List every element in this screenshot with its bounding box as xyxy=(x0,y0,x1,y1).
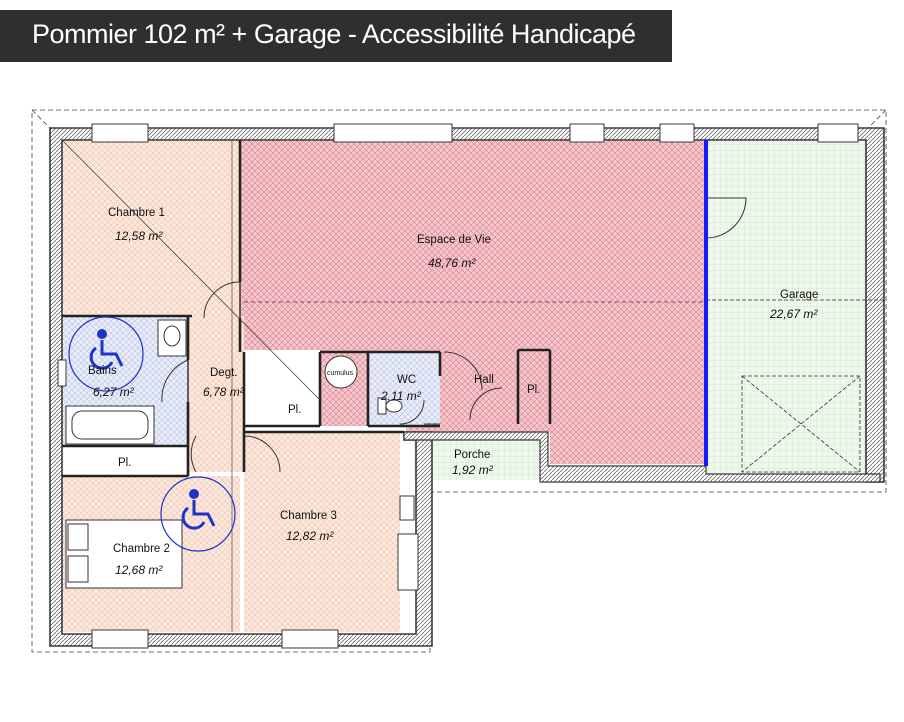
room-area-degt: 6,78 m² xyxy=(203,385,245,399)
washbasin xyxy=(157,319,187,357)
page-title: Pommier 102 m² + Garage - Accessibilité … xyxy=(32,19,636,49)
garage-door-outline xyxy=(706,299,884,473)
toilet xyxy=(377,397,403,415)
room-degt-floor xyxy=(188,316,244,472)
wheelchair-accessibility-icon xyxy=(160,476,236,552)
room-label-bains: Bains xyxy=(88,365,117,377)
room-label-hall: Hall xyxy=(474,374,494,386)
room-area-chambre1: 12,58 m² xyxy=(115,229,163,243)
placard-label: Pl. xyxy=(118,457,131,469)
room-chambre1-floor xyxy=(62,140,240,316)
room-area-wc: 2,11 m² xyxy=(380,389,422,403)
room-label-espace-vie: Espace de Vie xyxy=(417,234,491,246)
exterior-walls xyxy=(49,127,885,647)
title-bar: Pommier 102 m² + Garage - Accessibilité … xyxy=(0,10,672,62)
room-area-chambre2: 12,68 m² xyxy=(115,563,163,577)
cumulus-label: cumulus xyxy=(327,370,354,377)
wheelchair-accessibility-icon xyxy=(68,316,144,392)
placard-label: Pl. xyxy=(527,384,540,396)
room-label-degt: Degt. xyxy=(210,367,238,379)
room-porche-floor xyxy=(414,440,548,480)
room-label-chambre2: Chambre 2 xyxy=(113,543,170,555)
interior-walls xyxy=(62,140,552,478)
room-chambre3-floor xyxy=(244,432,400,632)
room-area-porche: 1,92 m² xyxy=(452,463,494,477)
bed xyxy=(65,519,183,589)
room-area-chambre3: 12,82 m² xyxy=(286,529,334,543)
bathtub xyxy=(65,405,155,445)
room-label-chambre3: Chambre 3 xyxy=(280,510,337,522)
room-label-chambre1: Chambre 1 xyxy=(108,207,165,219)
room-area-espace-vie: 48,76 m² xyxy=(428,256,476,270)
room-area-bains: 6,27 m² xyxy=(93,385,135,399)
windows xyxy=(57,123,859,649)
room-garage-floor xyxy=(706,140,880,474)
doors xyxy=(161,197,747,473)
room-espace-vie-floor xyxy=(240,140,706,464)
room-label-porche: Porche xyxy=(454,449,490,461)
cumulus-tank xyxy=(324,355,358,389)
room-area-garage: 22,67 m² xyxy=(769,307,818,321)
placard-label: Pl. xyxy=(288,404,301,416)
room-label-wc: WC xyxy=(397,374,416,386)
room-label-garage: Garage xyxy=(780,289,818,301)
